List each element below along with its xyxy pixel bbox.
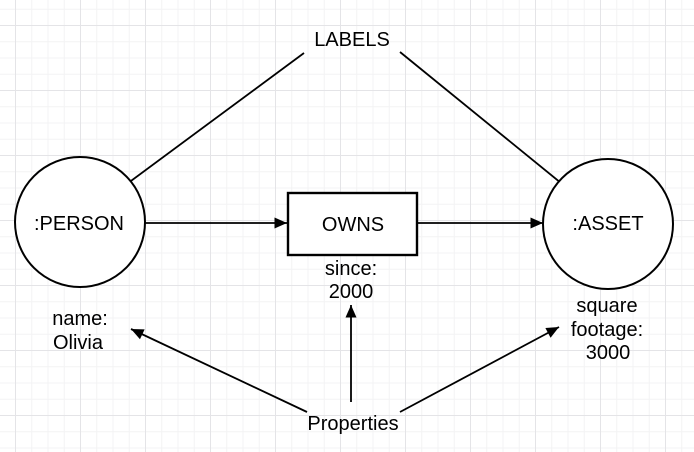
person-property-line-1[interactable]: name: xyxy=(52,308,108,330)
person-node-label: :PERSON xyxy=(34,213,124,235)
owns-property-line-1[interactable]: since: xyxy=(325,258,377,280)
asset-node-shape[interactable] xyxy=(542,158,674,290)
owns-property-line-2[interactable]: 2000 xyxy=(329,281,374,303)
labels-annotation[interactable]: LABELS xyxy=(314,29,390,51)
properties-annotation[interactable]: Properties xyxy=(307,413,398,435)
asset-property-line-3[interactable]: 3000 xyxy=(586,342,631,364)
properties-to-person-prop-arrow[interactable] xyxy=(130,328,308,413)
owns-relationship-box[interactable] xyxy=(286,191,419,257)
labels-to-asset-arrow[interactable] xyxy=(399,51,589,206)
asset-node-label: :ASSET xyxy=(572,213,643,235)
person-property-line-2[interactable]: Olivia xyxy=(53,332,104,354)
asset-property-line-2[interactable]: footage: xyxy=(571,319,643,341)
person-node-shape[interactable] xyxy=(14,156,146,288)
properties-to-asset-prop-arrow[interactable] xyxy=(399,326,560,413)
owns-relationship-label: OWNS xyxy=(322,214,384,236)
asset-property-line-1[interactable]: square xyxy=(576,295,637,317)
labels-to-person-arrow[interactable] xyxy=(96,52,305,207)
